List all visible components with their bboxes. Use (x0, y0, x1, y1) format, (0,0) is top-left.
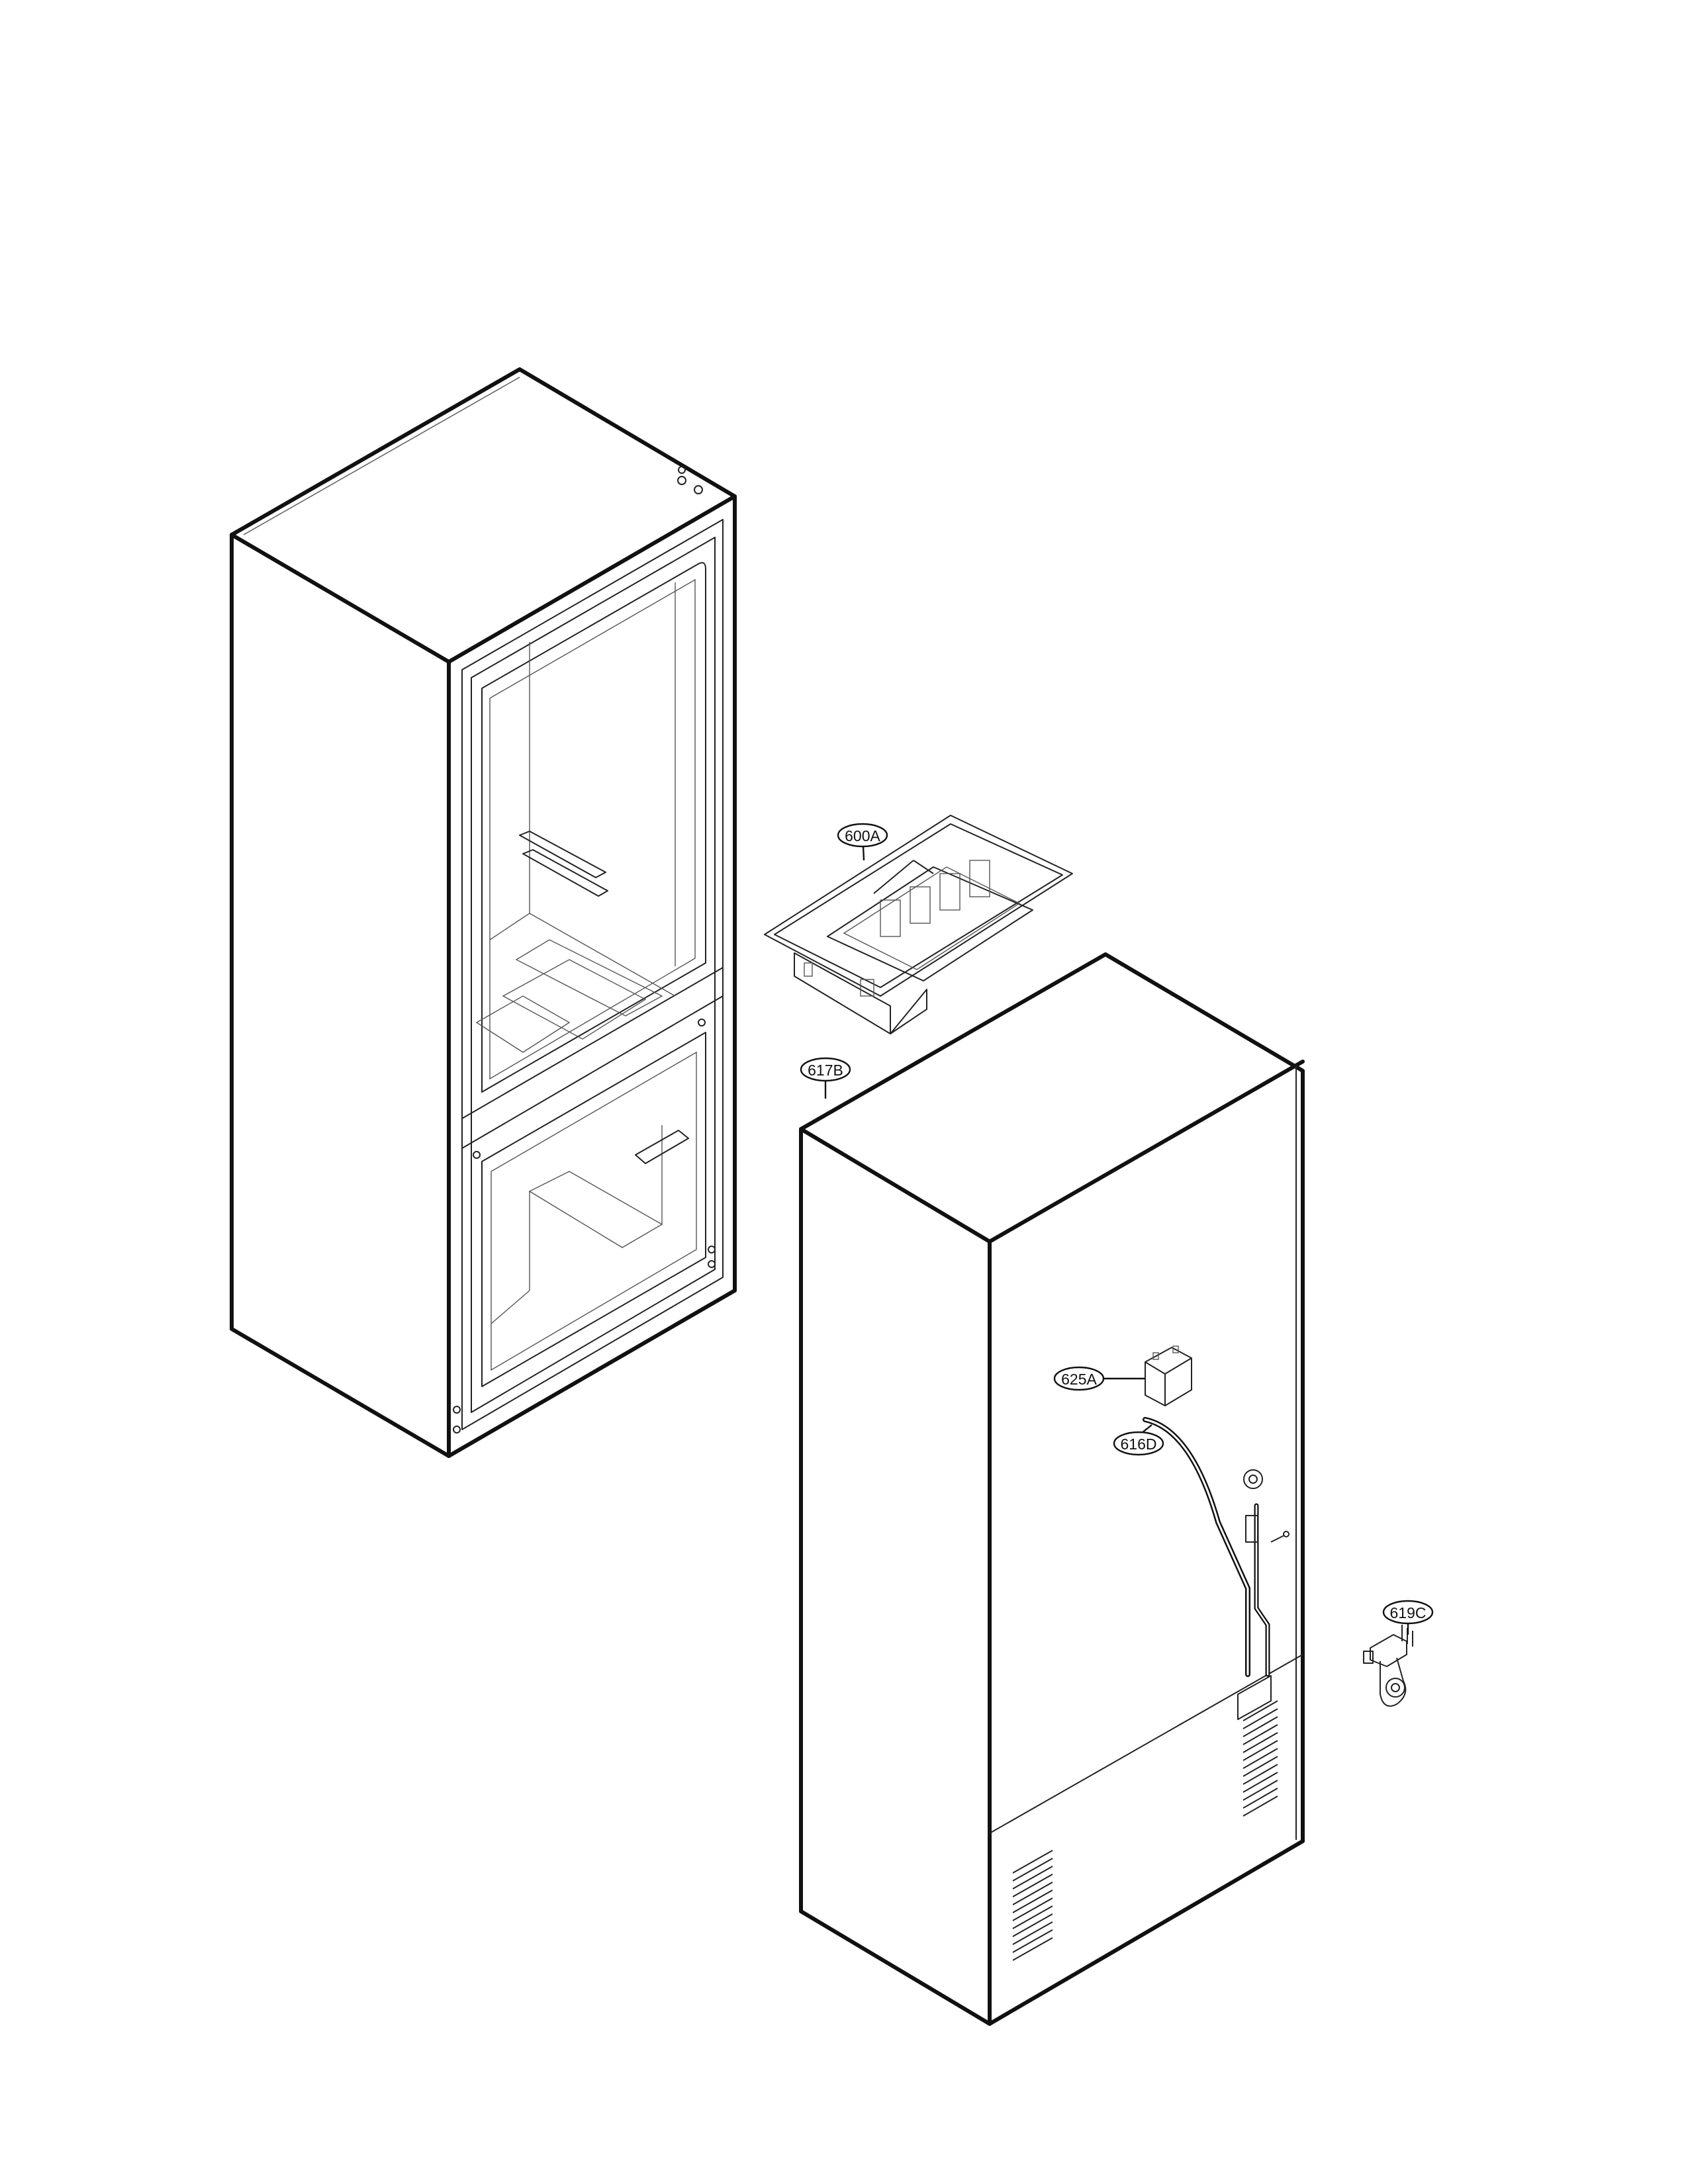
part-625a-module (1145, 1345, 1192, 1406)
callout-616d[interactable]: 616D (1113, 1431, 1164, 1456)
svg-text:619C: 619C (1390, 1604, 1427, 1621)
svg-text:616D: 616D (1121, 1435, 1157, 1453)
rear-vent-upper (1243, 1700, 1278, 1817)
callout-600a[interactable]: 600A (837, 823, 888, 848)
svg-text:600A: 600A (845, 827, 880, 844)
callout-617b[interactable]: 617B (800, 1057, 851, 1082)
part-619c-valve (1363, 1625, 1413, 1707)
part-616d-tube (1143, 1417, 1289, 1677)
rear-vent-lower (1012, 1850, 1053, 1961)
svg-text:625A: 625A (1061, 1371, 1097, 1388)
cabinet-front-liner (230, 367, 737, 1458)
part-600a-tray (764, 815, 1073, 1034)
cabinet-rear (799, 952, 1305, 2026)
callout-625a[interactable]: 625A (1053, 1366, 1105, 1391)
svg-text:617B: 617B (808, 1062, 843, 1079)
callout-619c[interactable]: 619C (1382, 1600, 1434, 1625)
